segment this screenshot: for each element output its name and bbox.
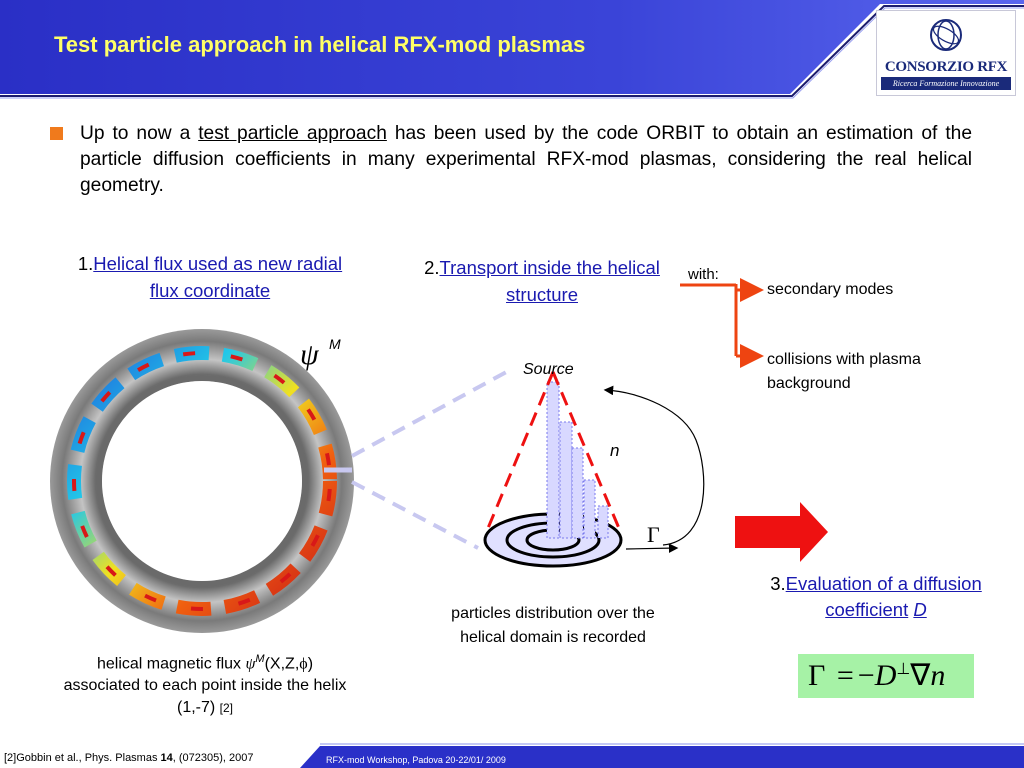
step-2-heading: 2.Transport inside the helical structure: [418, 254, 666, 308]
distribution-caption: particles distribution over the helical …: [451, 605, 655, 646]
formula-minus: −: [857, 659, 875, 692]
helical-flux-ring: [50, 329, 354, 633]
ring-caption-sup: M: [255, 653, 265, 665]
formula-d: D: [874, 659, 897, 692]
step-3-link[interactable]: Evaluation of a diffusion coefficient: [785, 573, 982, 620]
formula-nabla: ∇: [910, 659, 931, 692]
mode-collisions: collisions with plasma background: [767, 351, 921, 392]
bullet-square-icon: [50, 127, 63, 140]
gamma-label: Γ: [647, 522, 660, 547]
ring-caption: helical magnetic flux ψM(X,Z,ϕ) associate…: [52, 648, 358, 719]
logo-name: CONSORZIO RFX: [884, 59, 1008, 75]
with-label: with:: [688, 266, 719, 283]
header-band: [0, 0, 1024, 99]
step-1-heading: 1.Helical flux used as new radial flux c…: [62, 250, 358, 304]
footer-band: [300, 743, 1024, 768]
ring-caption-ref: [2]: [219, 701, 234, 716]
reference-prefix: [2]Gobbin et al., Phys. Plasmas: [4, 752, 161, 764]
ring-caption-close: ): [307, 655, 314, 673]
source-label: Source: [523, 361, 574, 378]
intro-paragraph: Up to now a test particle approach has b…: [80, 121, 972, 199]
formula-n: n: [930, 659, 946, 692]
logo-emblem-icon: [930, 19, 962, 51]
ring-caption-psi: ψ: [245, 655, 256, 673]
intro-text-start: Up to now a: [80, 123, 199, 144]
mode-secondary: secondary modes: [767, 281, 894, 298]
slide-title: Test particle approach in helical RFX-mo…: [54, 32, 586, 57]
workshop-footer: RFX-mod Workshop, Padova 20-22/01/ 2009: [326, 755, 506, 765]
psi-superscript: M: [329, 336, 341, 352]
branch-arrows: [680, 278, 764, 368]
formula-gamma: Γ: [808, 659, 826, 692]
step-2-number: 2.: [424, 257, 440, 278]
reference-footnote: [2]Gobbin et al., Phys. Plasmas 14, (072…: [4, 751, 274, 765]
logo-tagline: Ricerca Formazione Innovazione: [881, 77, 1011, 90]
formula-equals: =: [836, 659, 854, 692]
step-1-link[interactable]: Helical flux used as new radial flux coo…: [93, 253, 343, 301]
ring-caption-line2: associated to each point inside the heli…: [63, 677, 347, 717]
step-3-heading: 3.Evaluation of a diffusion coefficient …: [760, 571, 992, 623]
ring-caption-phi: ϕ: [299, 655, 308, 673]
step-1-number: 1.: [77, 253, 94, 274]
reference-suffix: , (072305), 2007: [172, 752, 254, 764]
ring-caption-args: (X,Z,: [264, 655, 300, 673]
intro-text-end: has been used by the code ORBIT to obtai…: [80, 123, 972, 196]
step-3-number: 3.: [770, 573, 786, 594]
consorzio-rfx-logo: CONSORZIO RFX Ricerca Formazione Innovaz…: [876, 10, 1016, 96]
big-red-arrow-icon: [735, 502, 828, 562]
intro-underlined-term: test particle approach: [198, 123, 387, 144]
step-2-link[interactable]: Transport inside the helical structure: [439, 257, 660, 305]
formula-perp: ⊥: [896, 661, 911, 678]
ring-caption-prefix: helical magnetic flux: [96, 655, 246, 673]
step-3-symbol[interactable]: D: [913, 599, 927, 620]
n-label: n: [610, 441, 620, 460]
psi-symbol: ψ: [300, 338, 319, 371]
reference-volume: 14: [160, 752, 173, 764]
distribution-histogram: [546, 381, 609, 539]
diffusion-formula: Γ =−D⊥∇n: [798, 654, 974, 698]
